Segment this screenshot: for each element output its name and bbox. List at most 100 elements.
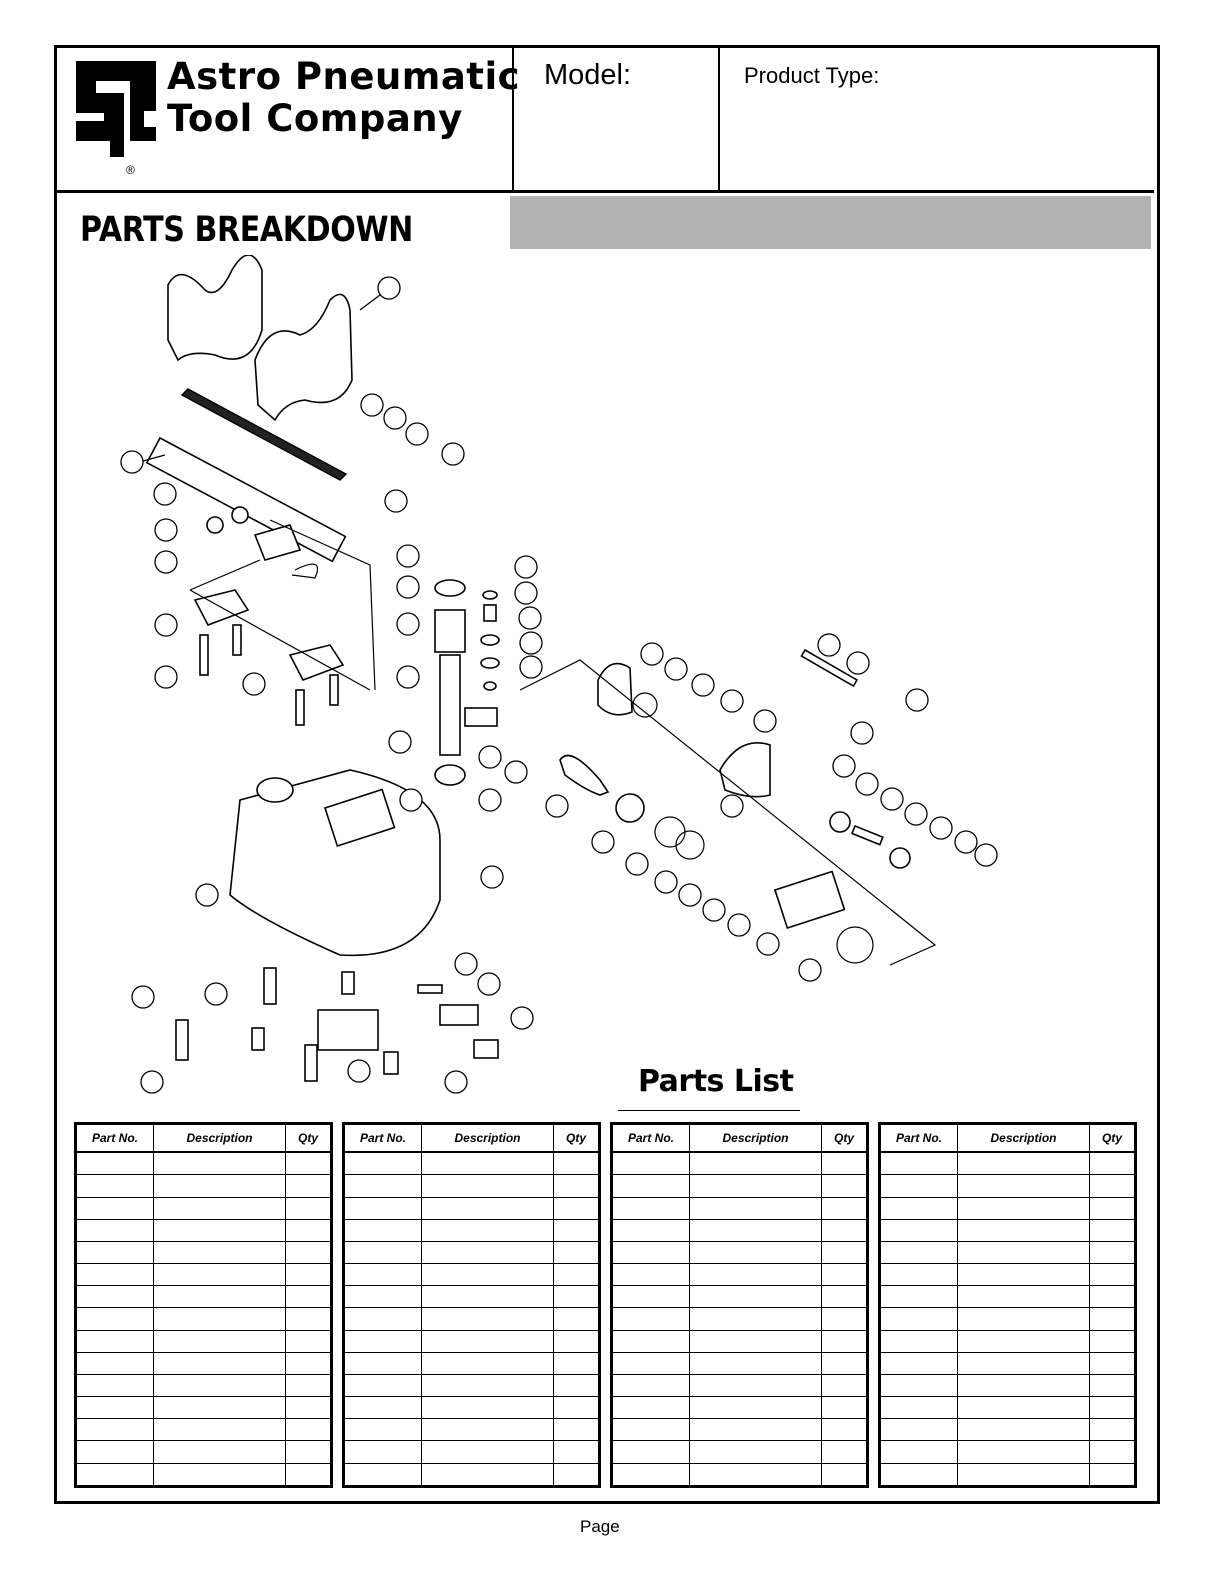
table-cell [957,1196,1090,1220]
table-cell [153,1418,286,1442]
table-cell [957,1351,1090,1375]
table-cell [1089,1307,1136,1331]
table-cell [879,1263,958,1287]
column-header: Description [957,1123,1090,1154]
table-cell [421,1196,554,1220]
table-row [611,1329,868,1353]
table-cell [153,1307,286,1331]
table-cell [343,1351,422,1375]
column-header: Part No. [879,1123,958,1154]
table-row [75,1174,332,1198]
table-cell [343,1418,422,1442]
table-cell [611,1462,690,1488]
table-cell [689,1285,822,1309]
table-cell [421,1263,554,1287]
table-row [75,1396,332,1420]
parts-list-rule [618,1110,800,1111]
table-cell [689,1373,822,1398]
table-row [75,1329,332,1353]
table-cell [689,1196,822,1220]
table-cell [553,1418,600,1442]
table-cell [957,1329,1090,1353]
table-row [343,1329,600,1353]
table-cell [879,1240,958,1265]
table-row [343,1418,600,1442]
table-cell [879,1285,958,1309]
table-cell [879,1307,958,1331]
column-header: Qty [1089,1123,1136,1154]
table-row [343,1307,600,1331]
table-cell [343,1285,422,1309]
table-cell [1089,1329,1136,1353]
table-cell [879,1396,958,1420]
table-cell [1089,1151,1136,1176]
table-cell [957,1307,1090,1331]
table-cell [75,1329,154,1353]
table-cell [689,1418,822,1442]
table-cell [75,1240,154,1265]
table-cell [957,1462,1090,1488]
table-row [75,1263,332,1287]
astro-ap-logo-icon [76,61,156,157]
support-bar [145,436,347,563]
table-row [611,1285,868,1309]
table-row [75,1307,332,1331]
table-cell [879,1440,958,1464]
table-row [75,1285,332,1309]
table-cell [553,1285,600,1309]
table-cell [879,1351,958,1375]
table-cell [553,1351,600,1375]
table-cell [553,1307,600,1331]
table-cell [343,1174,422,1198]
table-cell [611,1240,690,1265]
table-cell [879,1174,958,1198]
table-cell [1089,1462,1136,1488]
exploded-parts-diagram [120,255,998,1094]
table-cell [75,1285,154,1309]
company-logo-cell: ® Astro Pneumatic Tool Company [54,45,520,190]
table-row [879,1196,1136,1220]
table-cell [821,1351,868,1375]
table-cell [285,1263,332,1287]
table-row [611,1196,868,1220]
table-cell [957,1373,1090,1398]
table-cell [153,1196,286,1220]
threaded-rod [180,388,348,481]
table-cell [421,1329,554,1353]
table-cell [611,1418,690,1442]
table-cell [285,1285,332,1309]
table-row [75,1218,332,1242]
table-cell [285,1329,332,1353]
table-cell [343,1396,422,1420]
column-header: Description [421,1123,554,1154]
model-label: Model: [544,59,632,91]
table-cell [75,1418,154,1442]
table-row [343,1396,600,1420]
table-row [343,1285,600,1309]
table-cell [553,1218,600,1242]
column-header: Part No. [611,1123,690,1154]
table-row [611,1240,868,1265]
table-row [343,1151,600,1176]
table-cell [879,1462,958,1488]
table-cell [285,1396,332,1420]
table-row [343,1462,600,1488]
table-row [879,1218,1136,1242]
table-cell [957,1240,1090,1265]
table-cell [153,1462,286,1488]
table-cell [285,1307,332,1331]
cradle-right [254,293,353,422]
table-row [343,1174,600,1198]
table-cell [343,1329,422,1353]
table-cell [421,1418,554,1442]
table-cell [553,1329,600,1353]
table-row [611,1440,868,1464]
table-cell [75,1263,154,1287]
table-row [879,1462,1136,1488]
table-cell [1089,1373,1136,1398]
table-cell [1089,1351,1136,1375]
table-cell [611,1218,690,1242]
table-cell [285,1174,332,1198]
table-cell [75,1440,154,1464]
